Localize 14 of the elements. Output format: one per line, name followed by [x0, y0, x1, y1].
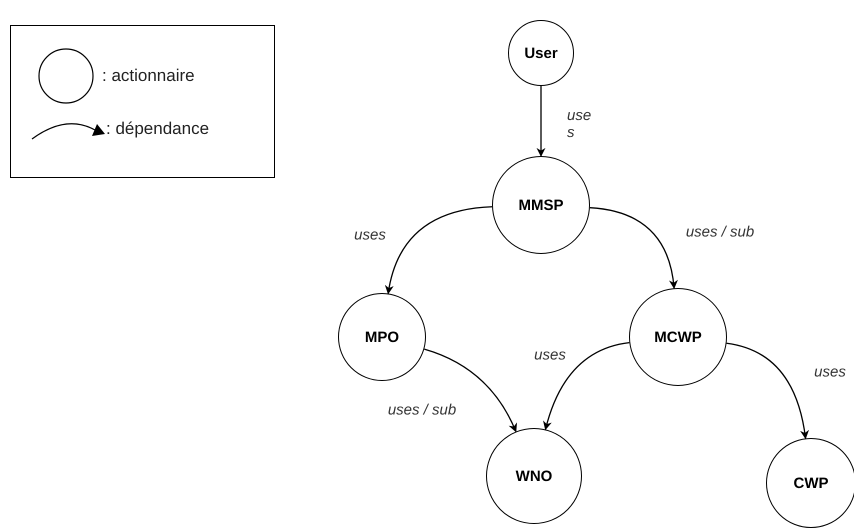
- actor-name: MCWP: [654, 328, 702, 346]
- curved-arrow: [726, 342, 809, 440]
- legend-text: : actionnaire: [102, 66, 195, 86]
- curved-arrow: [590, 207, 678, 290]
- curved-arrow: [385, 206, 492, 294]
- actor-name: WNO: [516, 468, 552, 484]
- actor-name: MPO: [364, 328, 400, 346]
- curved-arrow: [536, 86, 546, 157]
- legend-text: : dépendance: [106, 119, 210, 139]
- actor-name: CWP: [794, 474, 828, 492]
- curved-arrow: [424, 348, 517, 432]
- actor-name: MMSP: [518, 196, 564, 214]
- actor-name: User: [524, 44, 558, 62]
- curved-arrow: [543, 342, 630, 430]
